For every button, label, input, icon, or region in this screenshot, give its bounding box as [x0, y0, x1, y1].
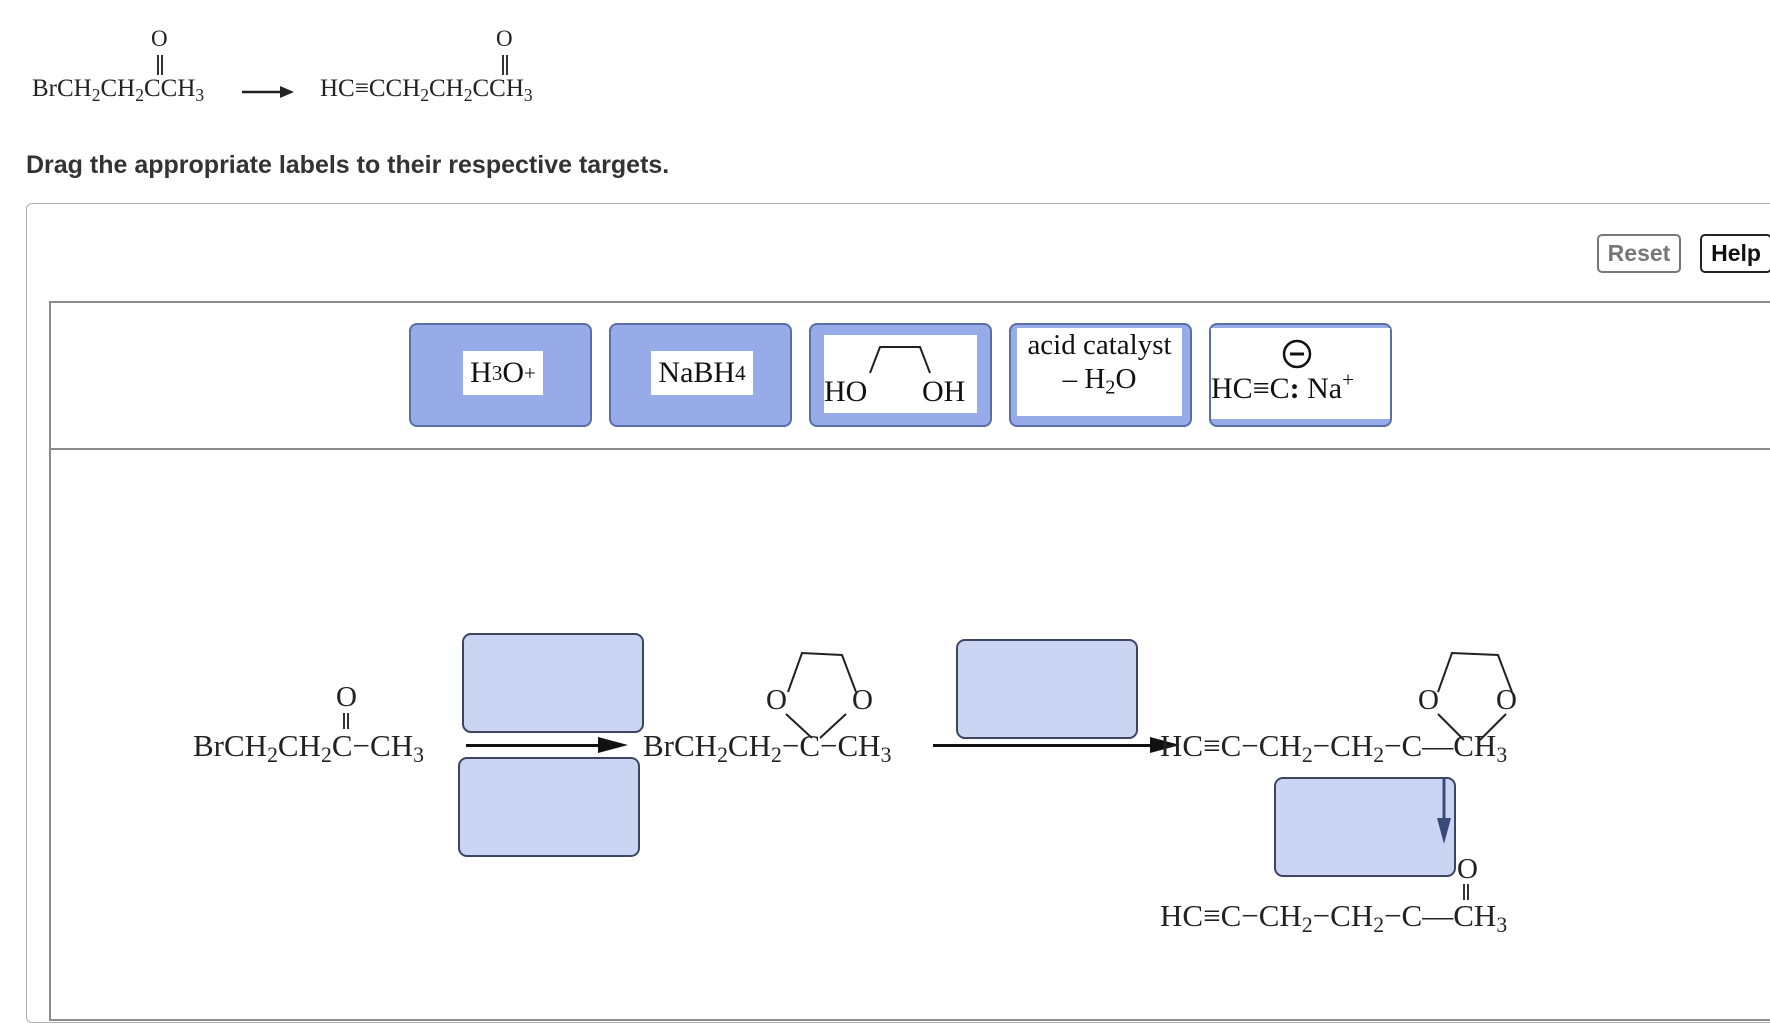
acetylide-formula: HC≡C: Na+ [1211, 367, 1354, 405]
scheme-start-compound: BrCH2CH2C−CH3 [193, 728, 424, 768]
reaction-arrow-2 [933, 744, 1155, 747]
reaction-arrow-2-head [1150, 737, 1180, 753]
reaction-arrow-1 [466, 744, 606, 747]
scheme-start-oxygen: O [336, 681, 357, 713]
label-ethylene-glycol-structure: HO OH [824, 335, 977, 413]
ketal1-ring-bonds [785, 651, 857, 739]
ketal1-oxygen-right: O [852, 684, 873, 716]
diol-left-oh: HO [824, 375, 868, 408]
diol-right-oh: OH [922, 375, 966, 408]
header-start-double-bond [157, 55, 163, 75]
scheme-start-double-bond [343, 713, 349, 729]
scheme-ketal2-compound: HC≡C−CH2−CH2−C—CH3 [1160, 728, 1508, 768]
header-start-compound: BrCH2CH2CCH3 [32, 75, 205, 105]
ketal1-oxygen-left: O [766, 684, 787, 716]
label-sodium-acetylide-structure: HC≡C: Na+ [1211, 328, 1390, 419]
label-acid-catalyst[interactable]: acid catalyst – H2O [1009, 323, 1192, 427]
ketal2-oxygen-right: O [1496, 684, 1517, 716]
ketal2-oxygen-left: O [1418, 684, 1439, 716]
label-acid-catalyst-text: acid catalyst – H2O [1017, 328, 1182, 416]
help-button[interactable]: Help [1700, 234, 1770, 273]
header-start-oxygen: O [151, 26, 168, 51]
header-product-oxygen: O [496, 26, 513, 51]
scheme-final-oxygen: O [1457, 853, 1478, 885]
scheme-final-double-bond [1463, 884, 1469, 900]
reaction-arrow-1-head [598, 737, 628, 753]
ethylene-glycol-bonds [869, 346, 931, 374]
scheme-final-compound: HC≡C−CH2−CH2−C—CH3 [1160, 898, 1508, 938]
drop-target-step2[interactable] [956, 639, 1138, 739]
reaction-arrow-3 [1437, 778, 1451, 844]
drop-target-step1-top[interactable] [462, 633, 644, 733]
label-ethylene-glycol[interactable]: HO OH [809, 323, 992, 427]
ketal2-ring-bonds [1437, 651, 1513, 741]
header-reaction-arrow [242, 86, 294, 98]
header-product-double-bond [502, 55, 508, 75]
drop-target-step3[interactable] [1274, 777, 1456, 877]
label-sodium-acetylide[interactable]: HC≡C: Na+ [1209, 323, 1392, 427]
instructions-text: Drag the appropriate labels to their res… [26, 151, 670, 179]
reset-button[interactable]: Reset [1597, 234, 1681, 273]
scheme-ketal1-compound: BrCH2CH2−C−CH3 [643, 728, 892, 768]
negative-charge-icon [1282, 339, 1312, 369]
label-tray-divider [51, 448, 1770, 450]
drop-target-step1-bottom[interactable] [458, 757, 640, 857]
header-product-compound: HC≡CCH2CH2CCH3 [320, 75, 533, 105]
